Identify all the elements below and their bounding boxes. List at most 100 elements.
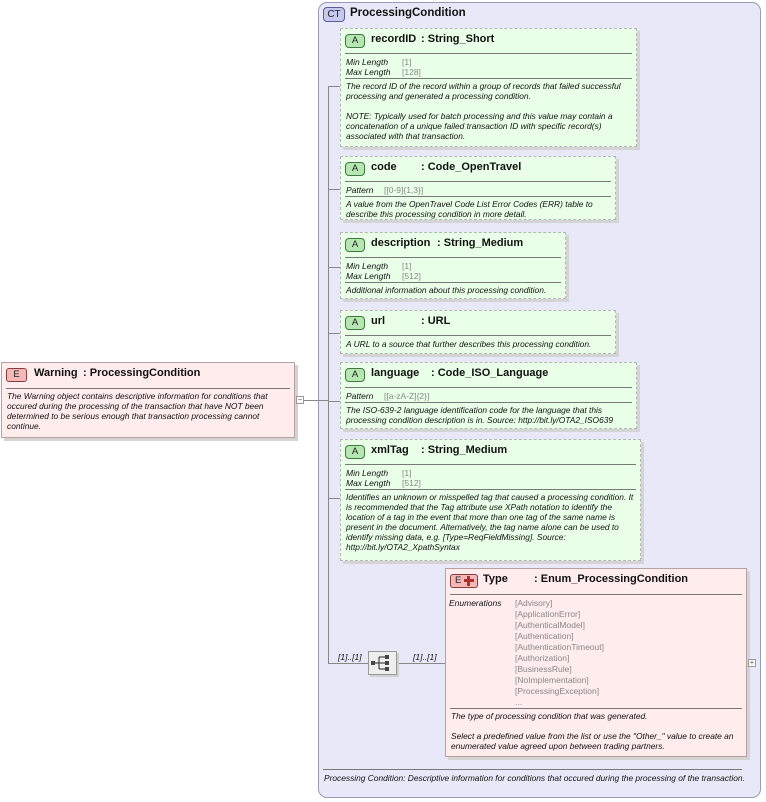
attribute-type: String_Medium bbox=[443, 237, 524, 249]
enumeration-value: [BusinessRule] bbox=[515, 664, 572, 674]
warning-type: ProcessingCondition bbox=[89, 367, 201, 379]
collapse-toggle[interactable]: − bbox=[296, 395, 304, 404]
divider bbox=[345, 402, 632, 403]
enumeration-value: ... bbox=[515, 697, 523, 707]
divider bbox=[345, 78, 632, 79]
attribute-name: url bbox=[371, 315, 386, 327]
connector-recordid bbox=[328, 86, 340, 87]
facet-label: Max Length bbox=[346, 478, 391, 488]
cardinality-label: [1]..[1] bbox=[338, 652, 362, 662]
facet-label: Min Length bbox=[346, 261, 389, 271]
attribute-name: recordID bbox=[371, 33, 417, 45]
facet-label: Pattern bbox=[346, 391, 374, 401]
facet-value: [[0-9]{1,3}] bbox=[384, 185, 424, 195]
sequence-icon bbox=[371, 655, 389, 671]
complex-type-doc: Processing Condition: Descriptive inform… bbox=[324, 773, 745, 783]
facet-label: Pattern bbox=[346, 185, 374, 195]
attribute-badge: A bbox=[345, 162, 365, 176]
element-doc: The type of processing condition that wa… bbox=[451, 711, 734, 751]
expand-plus-icon bbox=[464, 576, 474, 586]
attribute-doc: The record ID of the record within a gro… bbox=[346, 81, 621, 141]
facet-value: [512] bbox=[402, 271, 421, 281]
divider bbox=[345, 387, 632, 388]
connector-language bbox=[328, 401, 340, 402]
enumeration-value: [ProcessingException] bbox=[515, 686, 600, 696]
enumeration-value: [AuthenticationTimeout] bbox=[515, 642, 604, 652]
attribute-badge: A bbox=[345, 316, 365, 330]
attribute-xmltag[interactable]: A xmlTag : String_Medium Min Length [1] … bbox=[340, 439, 641, 561]
attribute-doc: Additional information about this proces… bbox=[346, 285, 547, 295]
enumeration-value: [ApplicationError] bbox=[515, 609, 581, 619]
facet-label: Min Length bbox=[346, 57, 389, 67]
cardinality-label: [1]..[1] bbox=[413, 652, 437, 662]
connector-trunk bbox=[328, 86, 329, 663]
type-element[interactable]: E Type : Enum_ProcessingCondition Enumer… bbox=[445, 568, 747, 757]
attribute-type: Code_ISO_Language bbox=[437, 367, 549, 379]
element-type: Enum_ProcessingCondition bbox=[540, 573, 689, 585]
facet-value: [1] bbox=[402, 261, 412, 271]
divider bbox=[450, 708, 742, 709]
facet-value: [[a-zA-Z]{2}] bbox=[384, 391, 430, 401]
connector-url bbox=[328, 333, 340, 334]
facet-value: [128] bbox=[402, 67, 421, 77]
attribute-badge: A bbox=[345, 445, 365, 459]
attribute-badge: A bbox=[345, 368, 365, 382]
connector-type bbox=[397, 663, 445, 664]
divider bbox=[345, 257, 561, 258]
attribute-name: xmlTag bbox=[371, 444, 409, 456]
enumeration-value: [Authorization] bbox=[515, 653, 570, 663]
attribute-doc: The ISO-639-2 language identification co… bbox=[346, 405, 614, 425]
attribute-name: code bbox=[371, 161, 397, 173]
attribute-description[interactable]: A description : String_Medium Min Length… bbox=[340, 232, 566, 299]
warning-name: Warning bbox=[34, 367, 78, 379]
connector-description bbox=[328, 267, 340, 268]
attribute-name: language bbox=[371, 367, 420, 379]
attribute-doc: A value from the OpenTravel Code List Er… bbox=[346, 199, 593, 219]
element-badge: E bbox=[450, 574, 478, 588]
connector-line bbox=[296, 400, 328, 401]
divider bbox=[345, 181, 611, 182]
complex-type-title: ProcessingCondition bbox=[350, 7, 466, 19]
warning-doc: The Warning object contains descriptive … bbox=[7, 391, 268, 431]
attribute-recordid[interactable]: A recordID : String_Short Min Length [1]… bbox=[340, 28, 637, 147]
enumeration-list: [Advisory][ApplicationError][Authentical… bbox=[515, 598, 604, 708]
divider bbox=[6, 388, 290, 389]
divider bbox=[450, 594, 742, 595]
divider bbox=[323, 769, 742, 770]
facet-label: Max Length bbox=[346, 271, 391, 281]
enumeration-value: [NoImplementation] bbox=[515, 675, 589, 685]
attribute-language[interactable]: A language : Code_ISO_Language Pattern [… bbox=[340, 362, 637, 429]
enumeration-value: [AuthenticalModel] bbox=[515, 620, 585, 630]
facet-label: Max Length bbox=[346, 67, 391, 77]
enumeration-value: [Authentication] bbox=[515, 631, 574, 641]
divider bbox=[345, 282, 561, 283]
divider bbox=[345, 196, 611, 197]
enumeration-value: [Advisory] bbox=[515, 598, 553, 608]
connector-sequence bbox=[328, 663, 368, 664]
attribute-type: Code_OpenTravel bbox=[427, 161, 522, 173]
facet-value: [1] bbox=[402, 57, 412, 67]
facet-value: [1] bbox=[402, 468, 412, 478]
expand-toggle[interactable]: + bbox=[748, 658, 756, 667]
attribute-badge: A bbox=[345, 34, 365, 48]
attribute-url[interactable]: A url : URL A URL to a source that furth… bbox=[340, 310, 616, 354]
connector-code bbox=[328, 189, 340, 190]
attribute-code[interactable]: A code : Code_OpenTravel Pattern [[0-9]{… bbox=[340, 156, 616, 220]
facet-value: [512] bbox=[402, 478, 421, 488]
divider bbox=[345, 53, 632, 54]
attribute-doc: Identifies an unknown or misspelled tag … bbox=[346, 492, 634, 552]
sequence-compositor[interactable] bbox=[368, 651, 397, 675]
facet-label: Min Length bbox=[346, 468, 389, 478]
warning-element[interactable]: E Warning : ProcessingCondition The Warn… bbox=[1, 362, 295, 438]
divider bbox=[345, 335, 611, 336]
attribute-type: String_Medium bbox=[427, 444, 508, 456]
divider bbox=[345, 464, 636, 465]
attribute-name: description bbox=[371, 237, 431, 249]
attribute-doc: A URL to a source that further describes… bbox=[346, 339, 592, 349]
attribute-type: URL bbox=[427, 315, 451, 327]
element-name: Type bbox=[483, 573, 508, 585]
connector-xmltag bbox=[328, 498, 340, 499]
complex-type-badge: CT bbox=[323, 7, 345, 22]
facet-label: Enumerations bbox=[449, 598, 502, 608]
divider bbox=[345, 489, 636, 490]
